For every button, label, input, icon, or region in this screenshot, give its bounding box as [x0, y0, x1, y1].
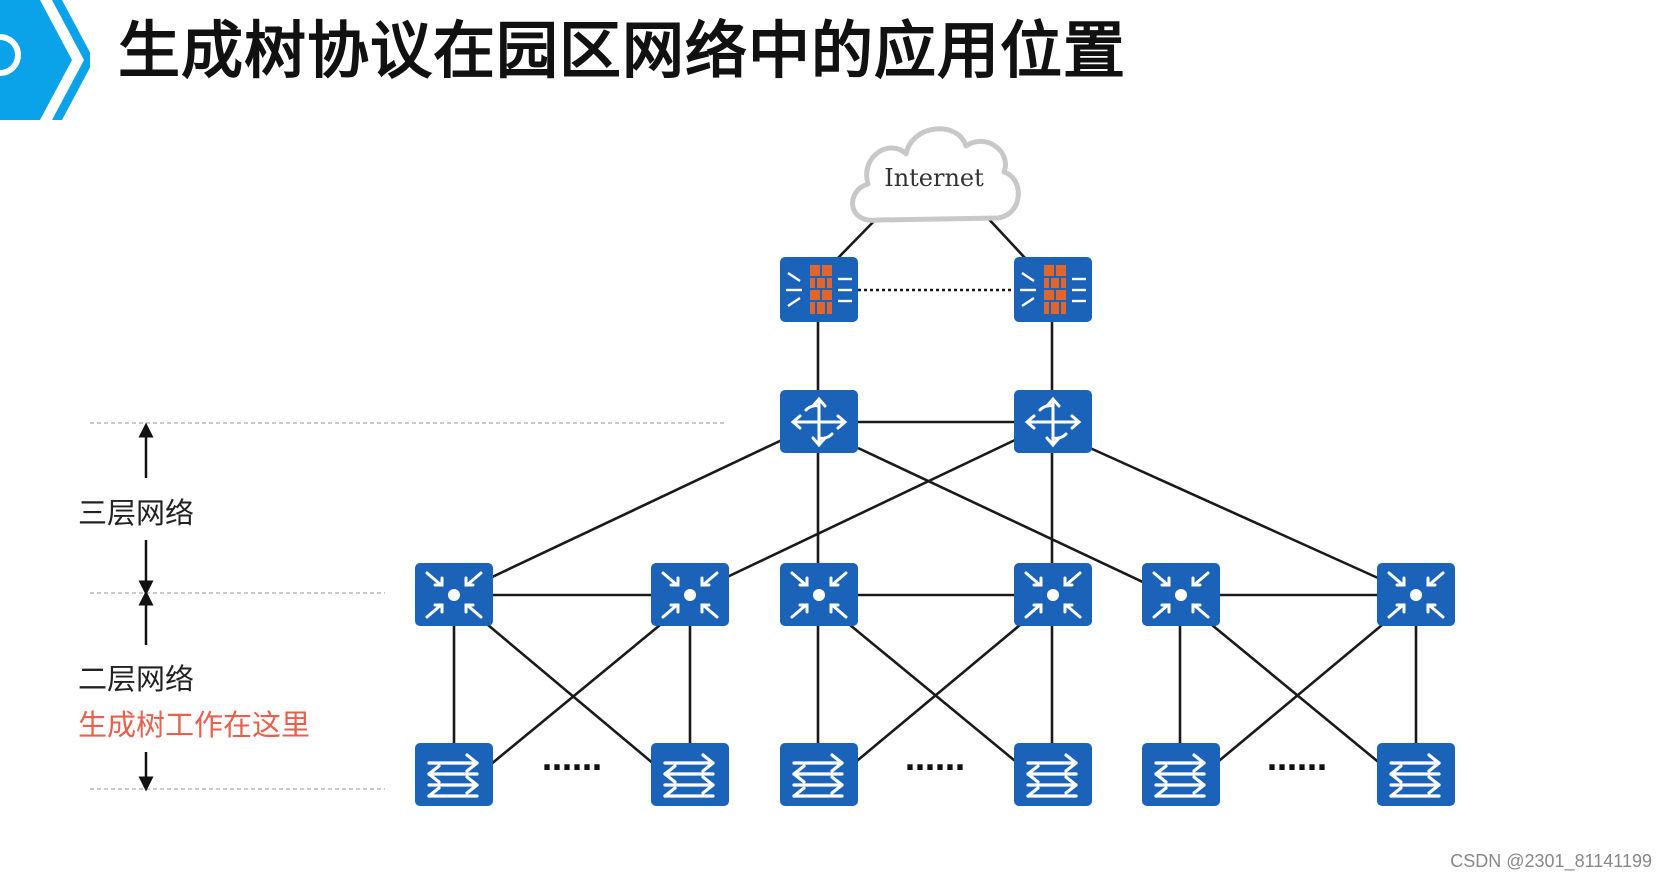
access-switch-2-icon — [651, 743, 729, 806]
aggregation-switch-4-icon — [1014, 563, 1092, 626]
access-switch-6-icon — [1377, 743, 1455, 806]
access-switch-1-icon — [415, 743, 493, 806]
network-links — [452, 214, 1418, 767]
aggregation-switch-1-icon — [415, 563, 493, 626]
aggregation-switch-3-icon — [780, 563, 858, 626]
ellipsis-group-1: …… — [542, 743, 602, 778]
core-router-right-icon — [1014, 390, 1092, 453]
watermark: CSDN @2301_81141199 — [1450, 851, 1652, 871]
layer3-label: 三层网络 — [78, 496, 195, 530]
page-title: 生成树协议在园区网络中的应用位置 — [118, 14, 1127, 87]
internet-cloud-icon: Internet — [850, 126, 1021, 223]
access-switch-5-icon — [1142, 743, 1220, 806]
ellipsis-group-3: …… — [1267, 743, 1327, 778]
aggregation-switch-5-icon — [1142, 563, 1220, 626]
core-router-left-icon — [780, 390, 858, 453]
aggregation-switch-2-icon — [651, 563, 729, 626]
ellipsis-group-2: …… — [905, 743, 965, 778]
stp-note: 生成树工作在这里 — [78, 708, 311, 742]
aggregation-switch-6-icon — [1377, 563, 1455, 626]
access-switch-4-icon — [1014, 743, 1092, 806]
firewall-right-icon — [1014, 257, 1092, 322]
access-switch-3-icon — [780, 743, 858, 806]
title-chevron-icon — [0, 0, 90, 120]
layer2-label: 二层网络 — [78, 662, 195, 696]
firewall-left-icon — [780, 257, 858, 322]
cloud-label: Internet — [884, 164, 984, 192]
